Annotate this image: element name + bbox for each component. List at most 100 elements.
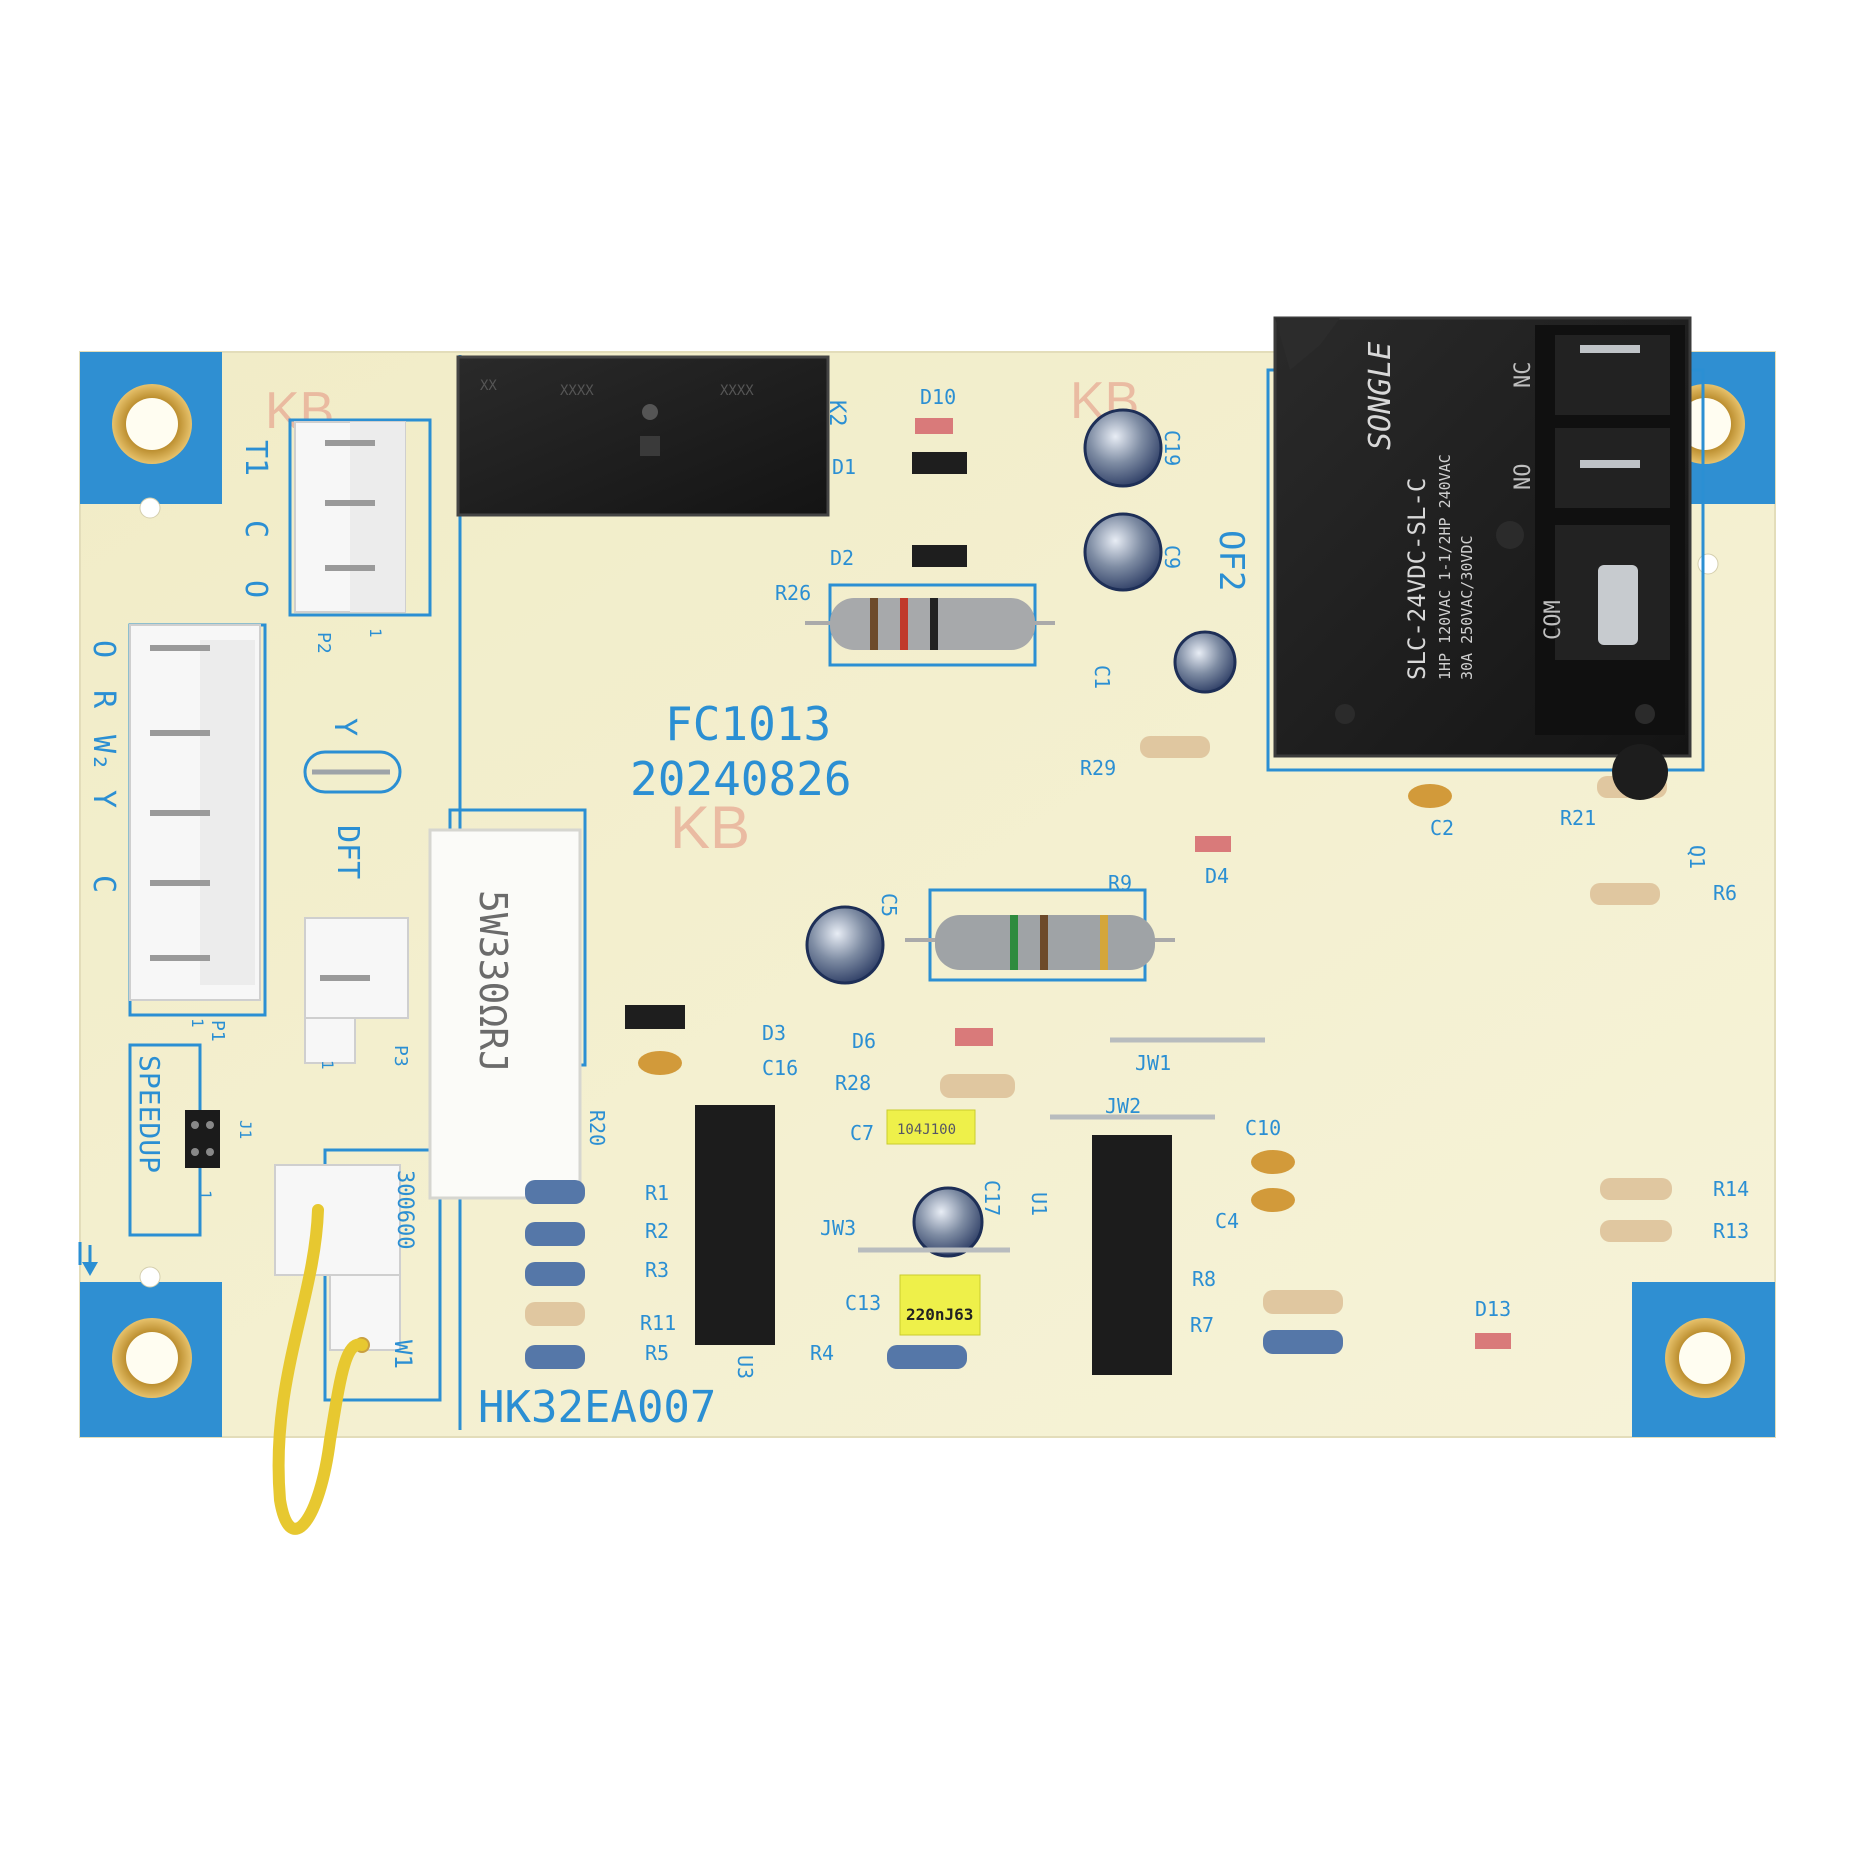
jumper-wires — [858, 1037, 1265, 1253]
p2-pin-t1: T1 — [238, 440, 273, 476]
ref-r2: R2 — [645, 1219, 669, 1243]
w1-text: 300600 — [392, 1170, 417, 1249]
ref-c13: C13 — [845, 1291, 881, 1315]
ref-c10: C10 — [1245, 1116, 1281, 1140]
p1-pin-c: C — [86, 875, 121, 893]
ref-c4: C4 — [1215, 1209, 1239, 1233]
ref-d3: D3 — [762, 1021, 786, 1045]
p1-pin-o: O — [86, 640, 121, 658]
ref-k2: K2 — [824, 400, 849, 427]
relay-k2: XX XXXX XXXX — [456, 355, 830, 517]
designators: D10 D1 D2 R26 C19 C9 C1 R29 C2 R21 Q1 R6… — [585, 385, 1749, 1379]
ref-r5: R5 — [645, 1341, 669, 1365]
y-label: Y — [327, 718, 362, 736]
ref-p1: P1 — [207, 1020, 228, 1042]
p3-pin1-mark: 1 — [318, 1060, 337, 1070]
ref-u1: U1 — [1027, 1192, 1051, 1216]
ref-r6: R6 — [1713, 881, 1737, 905]
p2-pin1-mark: 1 — [366, 628, 385, 638]
relay-terminal-com: COM — [1541, 600, 1566, 640]
p1-pin-w2: W₂ — [86, 735, 121, 771]
power-resistor-mark: 5W330ΩRJ — [471, 890, 515, 1073]
ref-r29: R29 — [1080, 756, 1116, 780]
ref-r1: R1 — [645, 1181, 669, 1205]
p1-pin-y: Y — [86, 790, 121, 808]
p1-pin1-mark: 1 — [188, 1018, 207, 1028]
ref-d2: D2 — [830, 546, 854, 570]
small-capacitors — [638, 744, 1669, 1336]
model-line: FC1013 — [665, 697, 831, 751]
ref-jw1: JW1 — [1135, 1051, 1171, 1075]
ref-r13: R13 — [1713, 1219, 1749, 1243]
ref-r28: R28 — [835, 1071, 871, 1095]
ref-r20: R20 — [585, 1110, 609, 1146]
ref-d13: D13 — [1475, 1297, 1511, 1321]
ref-u3: U3 — [733, 1355, 757, 1379]
ref-d4: D4 — [1205, 864, 1229, 888]
connector-p1 — [129, 624, 261, 1001]
c7-mark: 104J100 — [897, 1122, 956, 1138]
ref-p2: P2 — [313, 632, 334, 654]
ref-w1: W1 — [389, 1340, 417, 1369]
ref-d6: D6 — [852, 1029, 876, 1053]
connector-p3 — [304, 917, 409, 1064]
ref-c19: C19 — [1160, 430, 1184, 466]
relay-terminal-no: NO — [1511, 464, 1536, 491]
ref-c9: C9 — [1160, 545, 1184, 569]
ref-c2: C2 — [1430, 816, 1454, 840]
relay-k1 — [1273, 316, 1692, 758]
small-resistors — [525, 736, 1672, 1369]
ref-r11: R11 — [640, 1311, 676, 1335]
watermark-kb-3: KB — [670, 794, 750, 861]
ref-r26: R26 — [775, 581, 811, 605]
relay-terminal-nc: NC — [1511, 362, 1536, 389]
svg-text:XXXX: XXXX — [560, 383, 594, 399]
speedup-label: SPEEDUP — [133, 1055, 166, 1173]
ref-r14: R14 — [1713, 1177, 1749, 1201]
ref-q1: Q1 — [1685, 845, 1709, 869]
ref-r7: R7 — [1190, 1313, 1214, 1337]
yellow-wire — [272, 1204, 368, 1535]
ref-c1: C1 — [1090, 665, 1114, 689]
ref-c5: C5 — [877, 893, 901, 917]
diodes — [625, 418, 1511, 1349]
ref-jw2: JW2 — [1105, 1094, 1141, 1118]
ref-j1: J1 — [236, 1120, 255, 1139]
w1-connector — [274, 1164, 401, 1353]
p1-pin-r: R — [86, 690, 121, 709]
p2-pin-o: O — [238, 580, 273, 598]
connector-p2 — [294, 421, 406, 613]
ic-chips — [695, 1105, 1172, 1375]
p2-pin-c: C — [238, 520, 273, 538]
y-jumper — [303, 750, 402, 794]
dft-label: DFT — [330, 825, 365, 879]
ref-c17: C17 — [980, 1180, 1004, 1216]
c13-mark: 220nJ63 — [906, 1305, 973, 1324]
ref-d10: D10 — [920, 385, 956, 409]
relay-model: SLC-24VDC-SL-C — [1403, 478, 1431, 680]
ref-r21: R21 — [1560, 806, 1596, 830]
date-line: 20240826 — [630, 752, 852, 806]
ref-r3: R3 — [645, 1258, 669, 1282]
j1-pin1-mark: 1 — [196, 1190, 215, 1200]
power-resistor — [428, 828, 582, 1200]
relay-rating-1: 1HP 120VAC 1-1/2HP 240VAC — [1436, 454, 1454, 680]
ref-p3: P3 — [390, 1045, 411, 1067]
relay-rating-2: 30A 250VAC/30VDC — [1458, 536, 1476, 681]
ref-c7: C7 — [850, 1121, 874, 1145]
svg-text:XXXX: XXXX — [720, 383, 754, 399]
speedup-header — [82, 1110, 220, 1276]
ref-c16: C16 — [762, 1056, 798, 1080]
ref-jw3: JW3 — [820, 1216, 856, 1240]
ref-d1: D1 — [832, 455, 856, 479]
part-number: HK32EA007 — [478, 1382, 716, 1433]
relay-brand: SONGLE — [1363, 342, 1398, 450]
resistors — [805, 598, 1175, 970]
svg-text:XX: XX — [480, 378, 497, 394]
electrolytic-capacitors — [805, 408, 1237, 1258]
ref-r8: R8 — [1192, 1267, 1216, 1291]
ref-r4: R4 — [810, 1341, 834, 1365]
ref-r9: R9 — [1108, 871, 1132, 895]
ref-of2: OF2 — [1211, 530, 1251, 591]
